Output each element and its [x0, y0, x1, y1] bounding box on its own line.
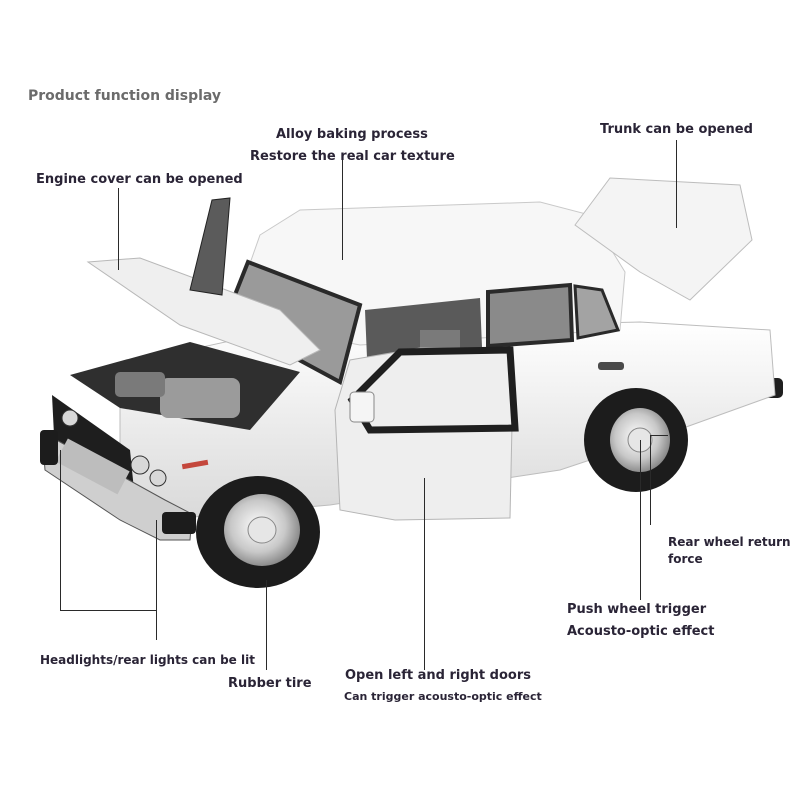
hood-hinge [189, 197, 231, 296]
callout-line-doors [424, 478, 425, 670]
hood [86, 257, 321, 366]
callout-line-headlights-center [156, 520, 157, 640]
label-engine: Engine cover can be opened [36, 172, 243, 187]
label-trunk: Trunk can be opened [600, 122, 753, 137]
label-push-wheel-2: Acousto-optic effect [567, 624, 715, 639]
callout-line-rear-wheel-v [650, 435, 651, 525]
label-doors-2: Can trigger acousto-optic effect [344, 690, 542, 703]
callout-line-engine [118, 188, 119, 270]
rear-wheel [584, 388, 688, 492]
label-rear-wheel-1: Rear wheel return [668, 535, 791, 549]
label-doors-1: Open left and right doors [345, 668, 531, 683]
page-title: Product function display [28, 88, 222, 104]
label-rear-wheel-2: force [668, 552, 703, 566]
label-rubber: Rubber tire [228, 676, 312, 691]
label-headlights: Headlights/rear lights can be lit [40, 653, 255, 667]
callout-line-rubber [266, 580, 267, 670]
label-alloy-2: Restore the real car texture [250, 149, 455, 164]
callout-line-headlights-bottom [60, 610, 156, 611]
callout-line-alloy [342, 160, 343, 260]
front-wheel [196, 476, 320, 588]
label-alloy-1: Alloy baking process [276, 127, 428, 142]
trunk-lid [574, 177, 753, 301]
callout-line-rear-wheel-h [650, 435, 668, 436]
callout-line-push-wheel [640, 440, 641, 600]
rear-window [486, 282, 575, 349]
callout-line-headlights-left [60, 450, 61, 610]
callout-line-trunk [676, 140, 677, 228]
label-push-wheel-1: Push wheel trigger [567, 602, 707, 617]
